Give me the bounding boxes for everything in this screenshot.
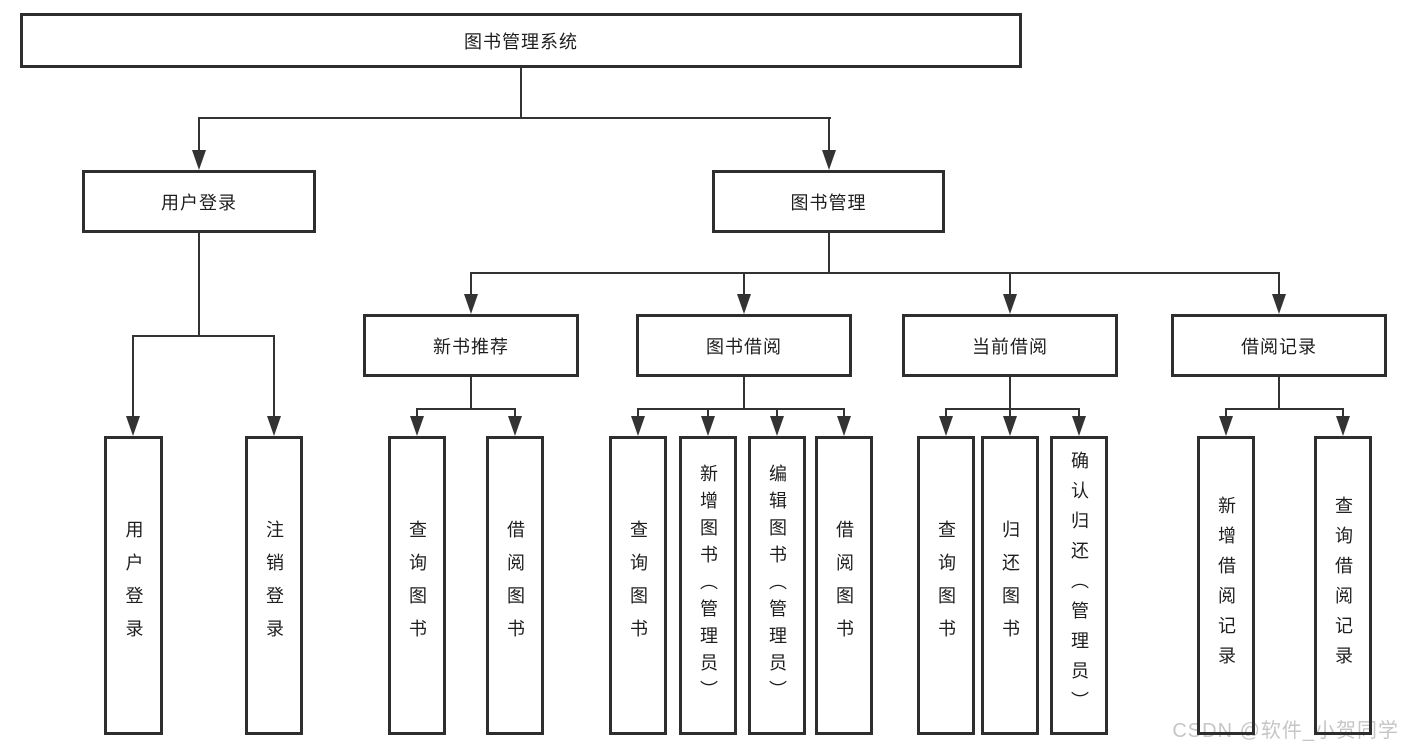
arrow-down [701,416,715,436]
connector-line [470,272,1280,274]
node-label: 新增图书（管理员） [698,464,718,707]
connector-line [1009,272,1011,297]
connector-line [198,117,831,119]
connector-line [945,408,947,420]
arrow-down [837,416,851,436]
arrow-down [192,150,206,170]
node-current-borrowing: 当前借阅 [902,314,1118,377]
node-label: 图书管理系统 [464,31,578,52]
connector-line [637,408,639,420]
arrow-down [1272,294,1286,314]
arrow-down [126,416,140,436]
connector-line [198,117,200,152]
arrow-down [410,416,424,436]
node-add-borrow-record: 新增借阅记录 [1197,436,1255,735]
connector-line [520,68,522,118]
arrow-down [939,416,953,436]
connector-line [1009,377,1011,409]
arrow-down [737,294,751,314]
arrow-down [1003,294,1017,314]
node-label: 图书管理 [790,192,867,213]
node-query-books-current: 查询图书 [917,436,975,735]
node-logout: 注销登录 [245,436,303,735]
node-user-login-leaf: 用户登录 [104,436,163,735]
node-label: 编辑图书（管理员） [767,464,787,707]
node-label: 用户登录 [123,519,144,652]
connector-line [198,233,200,336]
node-label: 查询借阅记录 [1333,495,1353,676]
node-book-borrowing: 图书借阅 [636,314,852,377]
node-label: 图书借阅 [706,336,782,357]
node-book-management: 图书管理 [712,170,945,233]
connector-line [1278,377,1280,409]
connector-line [743,272,745,297]
node-label: 借阅图书 [834,519,854,652]
connector-line [416,408,516,410]
node-borrow-books-borrowing: 借阅图书 [815,436,873,735]
connector-line [1342,408,1344,420]
node-add-book-admin: 新增图书（管理员） [679,436,737,735]
node-label: 当前借阅 [972,336,1048,357]
arrow-down [1072,416,1086,436]
node-library-system: 图书管理系统 [20,13,1022,68]
arrow-down [822,150,836,170]
connector-line [416,408,418,420]
connector-line [132,335,134,418]
node-edit-book-admin: 编辑图书（管理员） [748,436,806,735]
connector-line [273,335,275,418]
connector-line [1225,408,1344,410]
arrow-down [770,416,784,436]
arrow-down [267,416,281,436]
arrow-down [1003,416,1017,436]
node-label: 查询图书 [936,519,956,652]
connector-line [776,408,778,420]
connector-line [132,335,275,337]
node-return-book: 归还图书 [981,436,1039,735]
node-label: 借阅记录 [1241,336,1317,357]
connector-line [828,117,830,152]
arrow-down [508,416,522,436]
node-query-books-recommend: 查询图书 [388,436,446,735]
node-label: 注销登录 [264,519,284,652]
node-confirm-return-admin: 确认归还（管理员） [1050,436,1108,735]
node-user-login: 用户登录 [82,170,316,233]
connector-line [707,408,709,420]
connector-line [1225,408,1227,420]
node-label: 借阅图书 [505,519,525,652]
connector-line [470,377,472,409]
connector-line [945,408,1080,410]
node-label: 新书推荐 [433,336,509,357]
node-label: 确认归还（管理员） [1069,450,1089,721]
connector-line [1078,408,1080,420]
node-new-book-recommend: 新书推荐 [363,314,579,377]
connector-line [828,233,830,274]
arrow-down [1336,416,1350,436]
node-query-borrow-record: 查询借阅记录 [1314,436,1372,735]
node-query-books-borrowing: 查询图书 [609,436,667,735]
node-label: 归还图书 [1000,519,1020,652]
csdn-watermark: CSDN @软件_小贺同学 [1172,720,1399,742]
node-label: 新增借阅记录 [1216,495,1236,676]
connector-line [514,408,516,420]
arrow-down [631,416,645,436]
node-borrowing-records: 借阅记录 [1171,314,1387,377]
node-label: 用户登录 [161,192,237,213]
connector-line [1278,272,1280,297]
node-borrow-books-recommend: 借阅图书 [486,436,544,735]
node-label: 查询图书 [628,519,648,652]
connector-line [470,272,472,297]
connector-line [843,408,845,420]
connector-line [743,377,745,409]
node-label: 查询图书 [407,519,427,652]
connector-line [1009,408,1011,420]
arrow-down [1219,416,1233,436]
arrow-down [464,294,478,314]
connector-line [637,408,845,410]
